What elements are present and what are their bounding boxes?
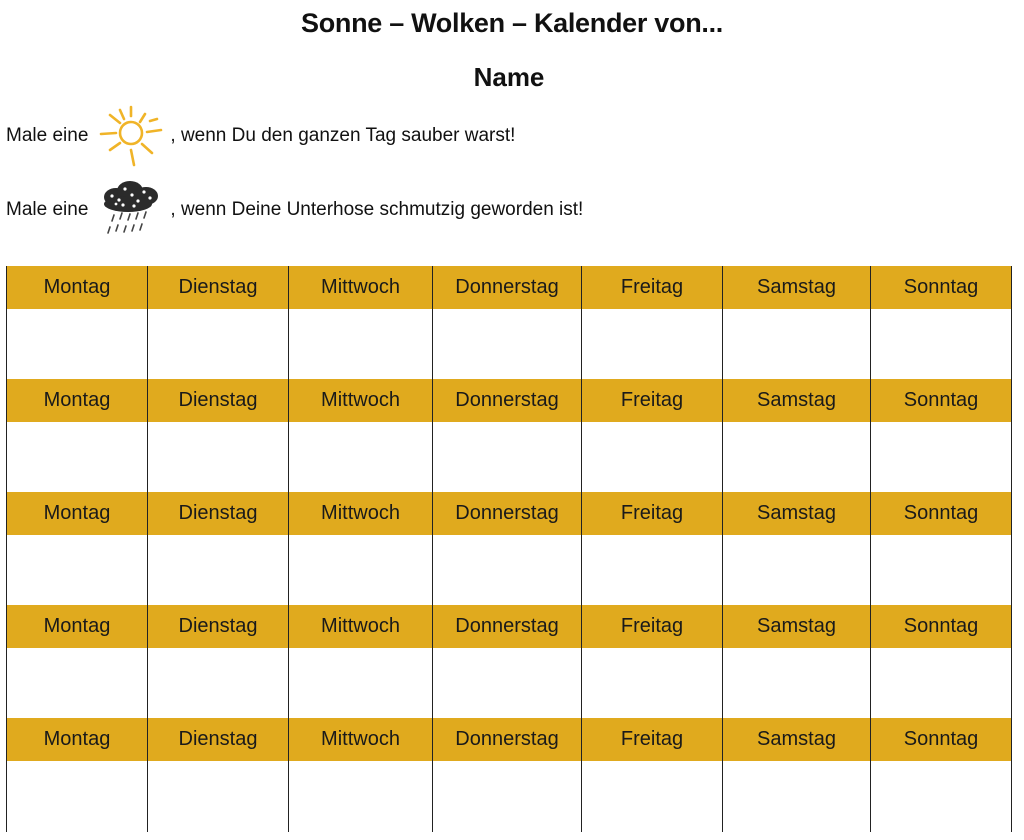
weekday-entry-row [7,535,1011,605]
day-entry-cell[interactable] [582,648,723,718]
weekday-header: Mittwoch [289,605,433,648]
weekday-header: Dienstag [148,379,289,422]
day-entry-cell[interactable] [7,535,148,605]
day-entry-cell[interactable] [289,422,433,492]
weekday-header: Mittwoch [289,266,433,309]
day-entry-cell[interactable] [7,648,148,718]
weekday-header: Sonntag [903,502,979,524]
weekday-header: Donnerstag [433,379,582,422]
day-entry-cell[interactable] [433,648,582,718]
day-entry-cell[interactable] [289,535,433,605]
day-entry-cell[interactable] [148,422,289,492]
weekday-header: Sonntag [903,276,979,298]
rain-cloud-icon [94,177,164,243]
day-entry-cell[interactable] [148,761,289,832]
day-entry-cell[interactable] [871,535,1011,605]
weekday-header: Mittwoch [289,379,433,422]
weekday-header: Samstag [723,266,871,309]
weekday-entry-row [7,309,1011,379]
instruction-sun: Male eine , wenn Du den ganzen Tag saube… [6,103,516,169]
day-entry-cell[interactable] [582,422,723,492]
weekday-header: Donnerstag [433,492,582,535]
weekday-header: Samstag [723,605,871,648]
day-entry-cell[interactable] [723,309,871,379]
day-entry-cell[interactable] [871,648,1011,718]
instruction-text: , wenn Deine Unterhose schmutzig geworde… [170,199,584,220]
sun-icon [94,103,164,169]
weekday-header: Dienstag [148,492,289,535]
weekday-header: Donnerstag [433,605,582,648]
day-entry-cell[interactable] [582,535,723,605]
weekday-header: Donnerstag [433,718,582,761]
day-entry-cell[interactable] [582,309,723,379]
day-entry-cell[interactable] [871,761,1011,832]
day-entry-cell[interactable] [7,761,148,832]
weekday-header: Dienstag [148,266,289,309]
day-entry-cell[interactable] [433,761,582,832]
page-title: Sonne – Wolken – Kalender von... [300,8,723,38]
weekday-header: Freitag [582,266,723,309]
weekday-header: Dienstag [148,605,289,648]
day-entry-cell[interactable] [7,422,148,492]
weekday-entry-row [7,761,1011,832]
weekday-header: Freitag [582,718,723,761]
weekday-header: Freitag [582,379,723,422]
weekday-header: Sonntag [903,728,979,750]
weekday-header: Samstag [723,379,871,422]
weekday-header: Mittwoch [289,492,433,535]
day-entry-cell[interactable] [289,761,433,832]
day-entry-cell[interactable] [433,535,582,605]
weekday-header: Montag [7,266,148,309]
day-entry-cell[interactable] [148,648,289,718]
weekday-header: Samstag [723,492,871,535]
weekday-header: Mittwoch [289,718,433,761]
day-entry-cell[interactable] [871,422,1011,492]
weekday-header: Montag [7,605,148,648]
weekday-header: Samstag [723,718,871,761]
weekday-header: Donnerstag [433,266,582,309]
day-entry-cell[interactable] [723,761,871,832]
day-entry-cell[interactable] [871,309,1011,379]
name-heading: Name [473,62,545,92]
weekday-entry-row [7,648,1011,718]
weekday-header: Sonntag [903,389,979,411]
weekday-header: Dienstag [148,718,289,761]
day-entry-cell[interactable] [433,422,582,492]
weekday-header: Sonntag [903,615,979,637]
day-entry-cell[interactable] [582,761,723,832]
day-entry-cell[interactable] [7,309,148,379]
day-entry-cell[interactable] [723,535,871,605]
day-entry-cell[interactable] [723,422,871,492]
weekday-entry-row [7,422,1011,492]
weekday-header: Freitag [582,605,723,648]
instruction-prefix: Male eine [6,125,89,146]
day-entry-cell[interactable] [289,648,433,718]
instruction-prefix: Male eine [6,199,89,220]
weekday-header: Montag [7,379,148,422]
weekday-header: Montag [7,492,148,535]
day-entry-cell[interactable] [148,535,289,605]
day-entry-cell[interactable] [723,648,871,718]
day-entry-cell[interactable] [433,309,582,379]
weekday-header: Freitag [582,492,723,535]
day-entry-cell[interactable] [289,309,433,379]
instruction-text: , wenn Du den ganzen Tag sauber warst! [170,125,516,146]
day-entry-cell[interactable] [148,309,289,379]
instruction-cloud: Male eine [6,180,583,240]
weekday-header: Montag [7,718,148,761]
